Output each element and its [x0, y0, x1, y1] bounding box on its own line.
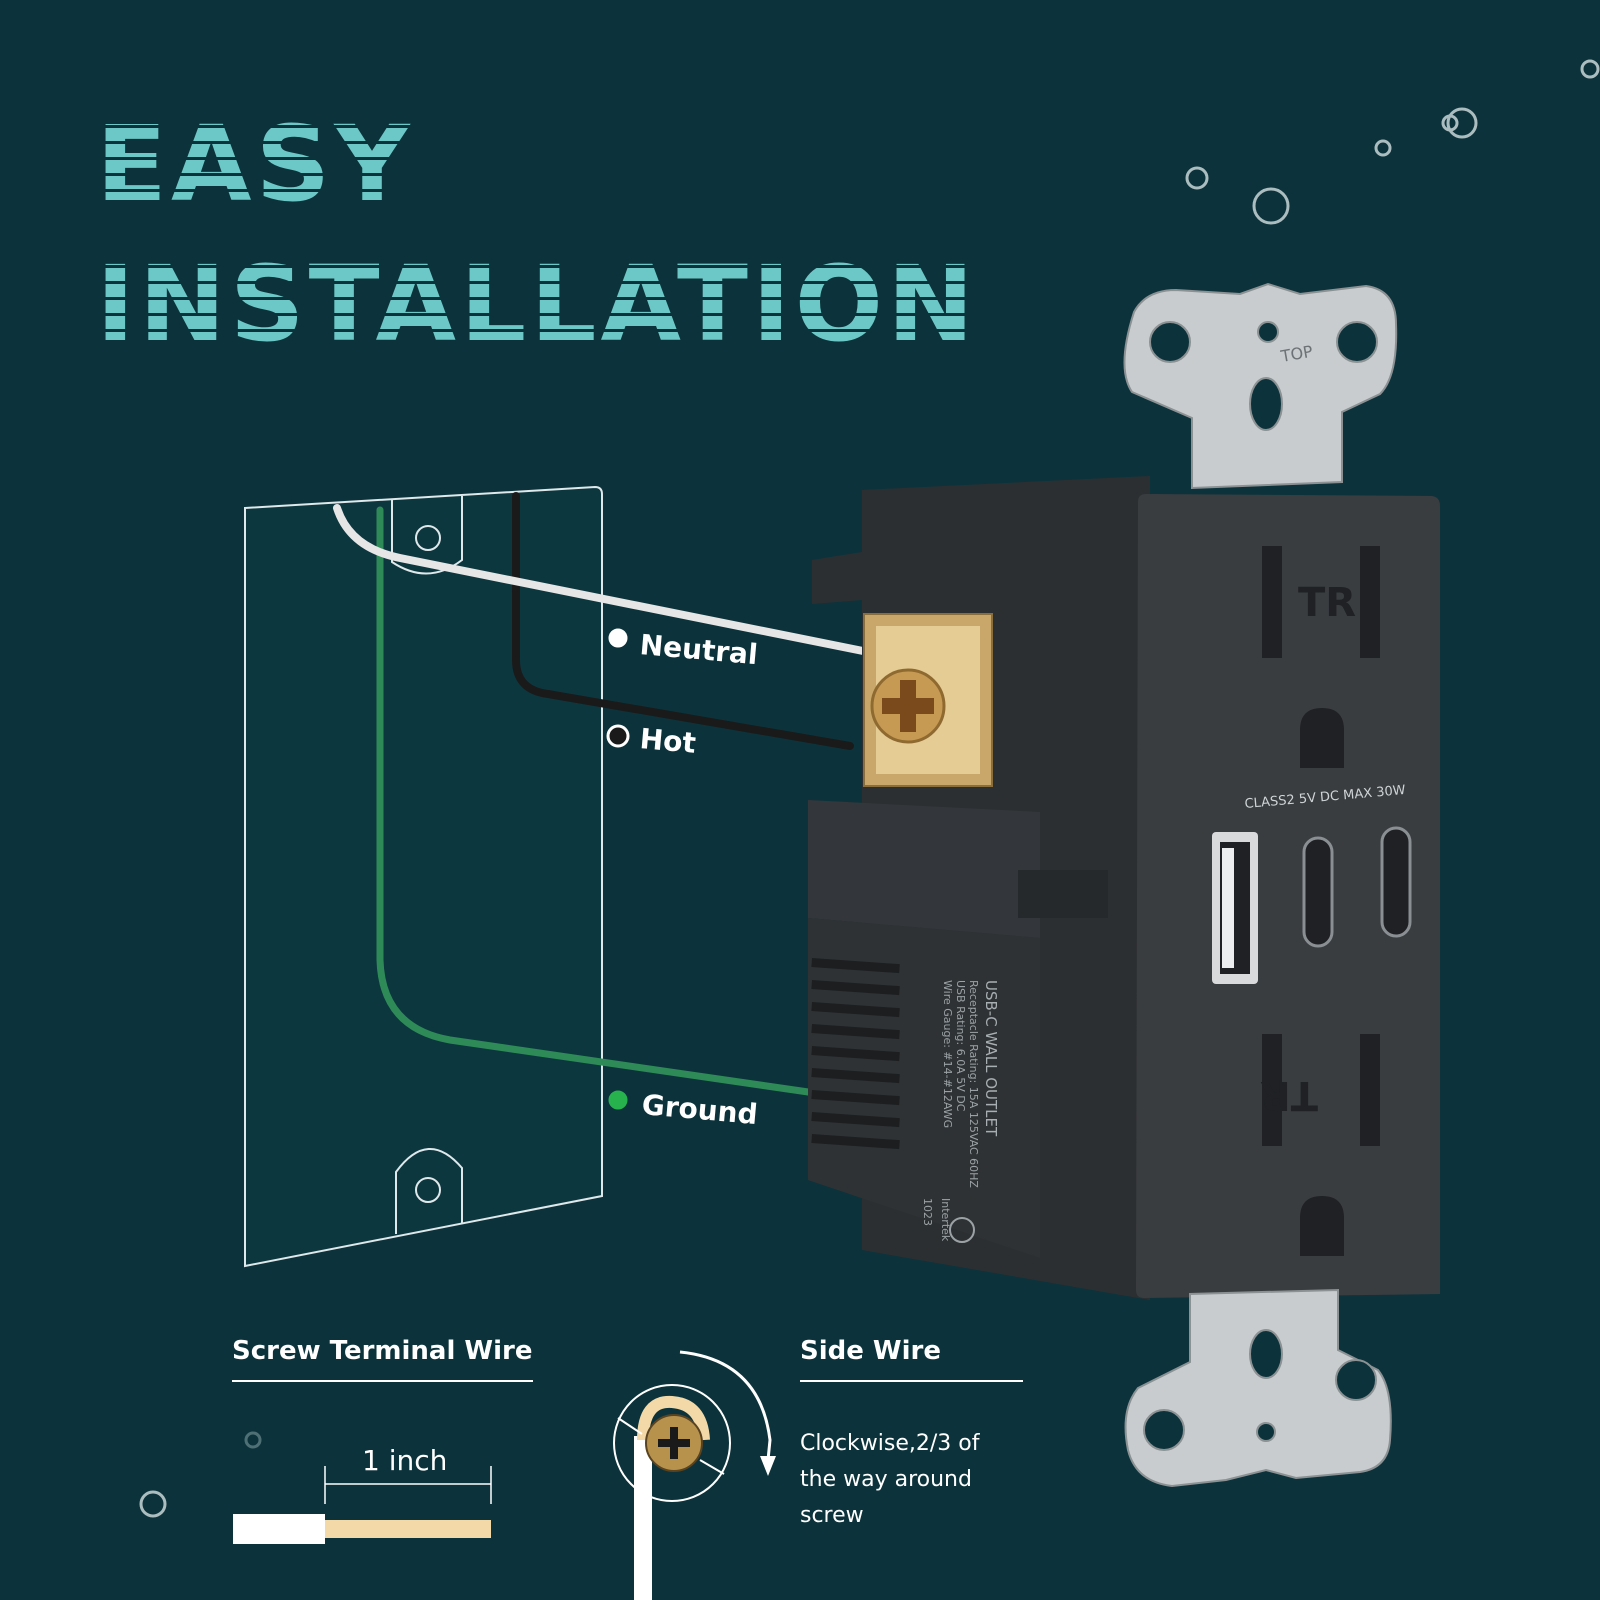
bubbles-decoration	[139, 59, 1600, 1518]
side-print-line: USB Rating: 6.0A 5V DC	[954, 980, 967, 1112]
strip-length-label: 1 inch	[362, 1444, 448, 1477]
wires	[333, 492, 872, 1098]
side-wire-screw-diagram	[613, 1350, 776, 1600]
neutral-indicator-icon	[605, 625, 631, 651]
side-print-block: USB-C WALL OUTLET Receptacle Rating: 15A…	[921, 980, 1000, 1243]
usb-a-port	[1212, 832, 1258, 984]
hot-indicator-icon	[606, 724, 630, 748]
outlet-code: 1023	[921, 1198, 934, 1226]
tr-mark: TR	[1260, 1072, 1318, 1118]
side-wire-note: Clockwise,2/3 of the way around screw	[800, 1431, 980, 1528]
side-print-line: USB-C WALL OUTLET	[982, 980, 1000, 1137]
usb-c-port	[1380, 826, 1412, 938]
etl-logo	[949, 1217, 975, 1243]
stripped-wire-diagram	[233, 1466, 492, 1544]
tr-mark: TR	[1298, 580, 1356, 626]
wall-box-outline	[244, 485, 603, 1268]
cert-mark: Intertek	[939, 1198, 952, 1242]
headline-line-2: INSTALLATION	[96, 243, 979, 365]
side-wire-heading: Side Wire	[800, 1336, 941, 1366]
ground-indicator-icon	[605, 1087, 631, 1113]
neutral-wire	[333, 504, 872, 656]
screw-terminal-heading: Screw Terminal Wire	[232, 1336, 533, 1366]
mounting-strap-top: TOP	[1123, 282, 1398, 490]
headline-line-1: EASY	[96, 103, 414, 225]
clockwise-arrow-icon	[760, 1456, 776, 1476]
hot-wire	[512, 492, 854, 750]
side-print-line: Receptacle Rating: 15A 125VAC 60HZ	[967, 980, 980, 1188]
mounting-strap-bottom	[1124, 1288, 1392, 1488]
ground-wire	[376, 506, 826, 1098]
brass-screw-terminal	[863, 613, 993, 787]
side-print-line: Wire Gauge: #14-#12AWG	[941, 980, 954, 1128]
hot-label: Hot	[638, 722, 698, 760]
outlet-front-face: TR TR CLASS2 5V DC MAX 30W	[1136, 494, 1440, 1298]
usb-c-port	[1302, 836, 1334, 948]
